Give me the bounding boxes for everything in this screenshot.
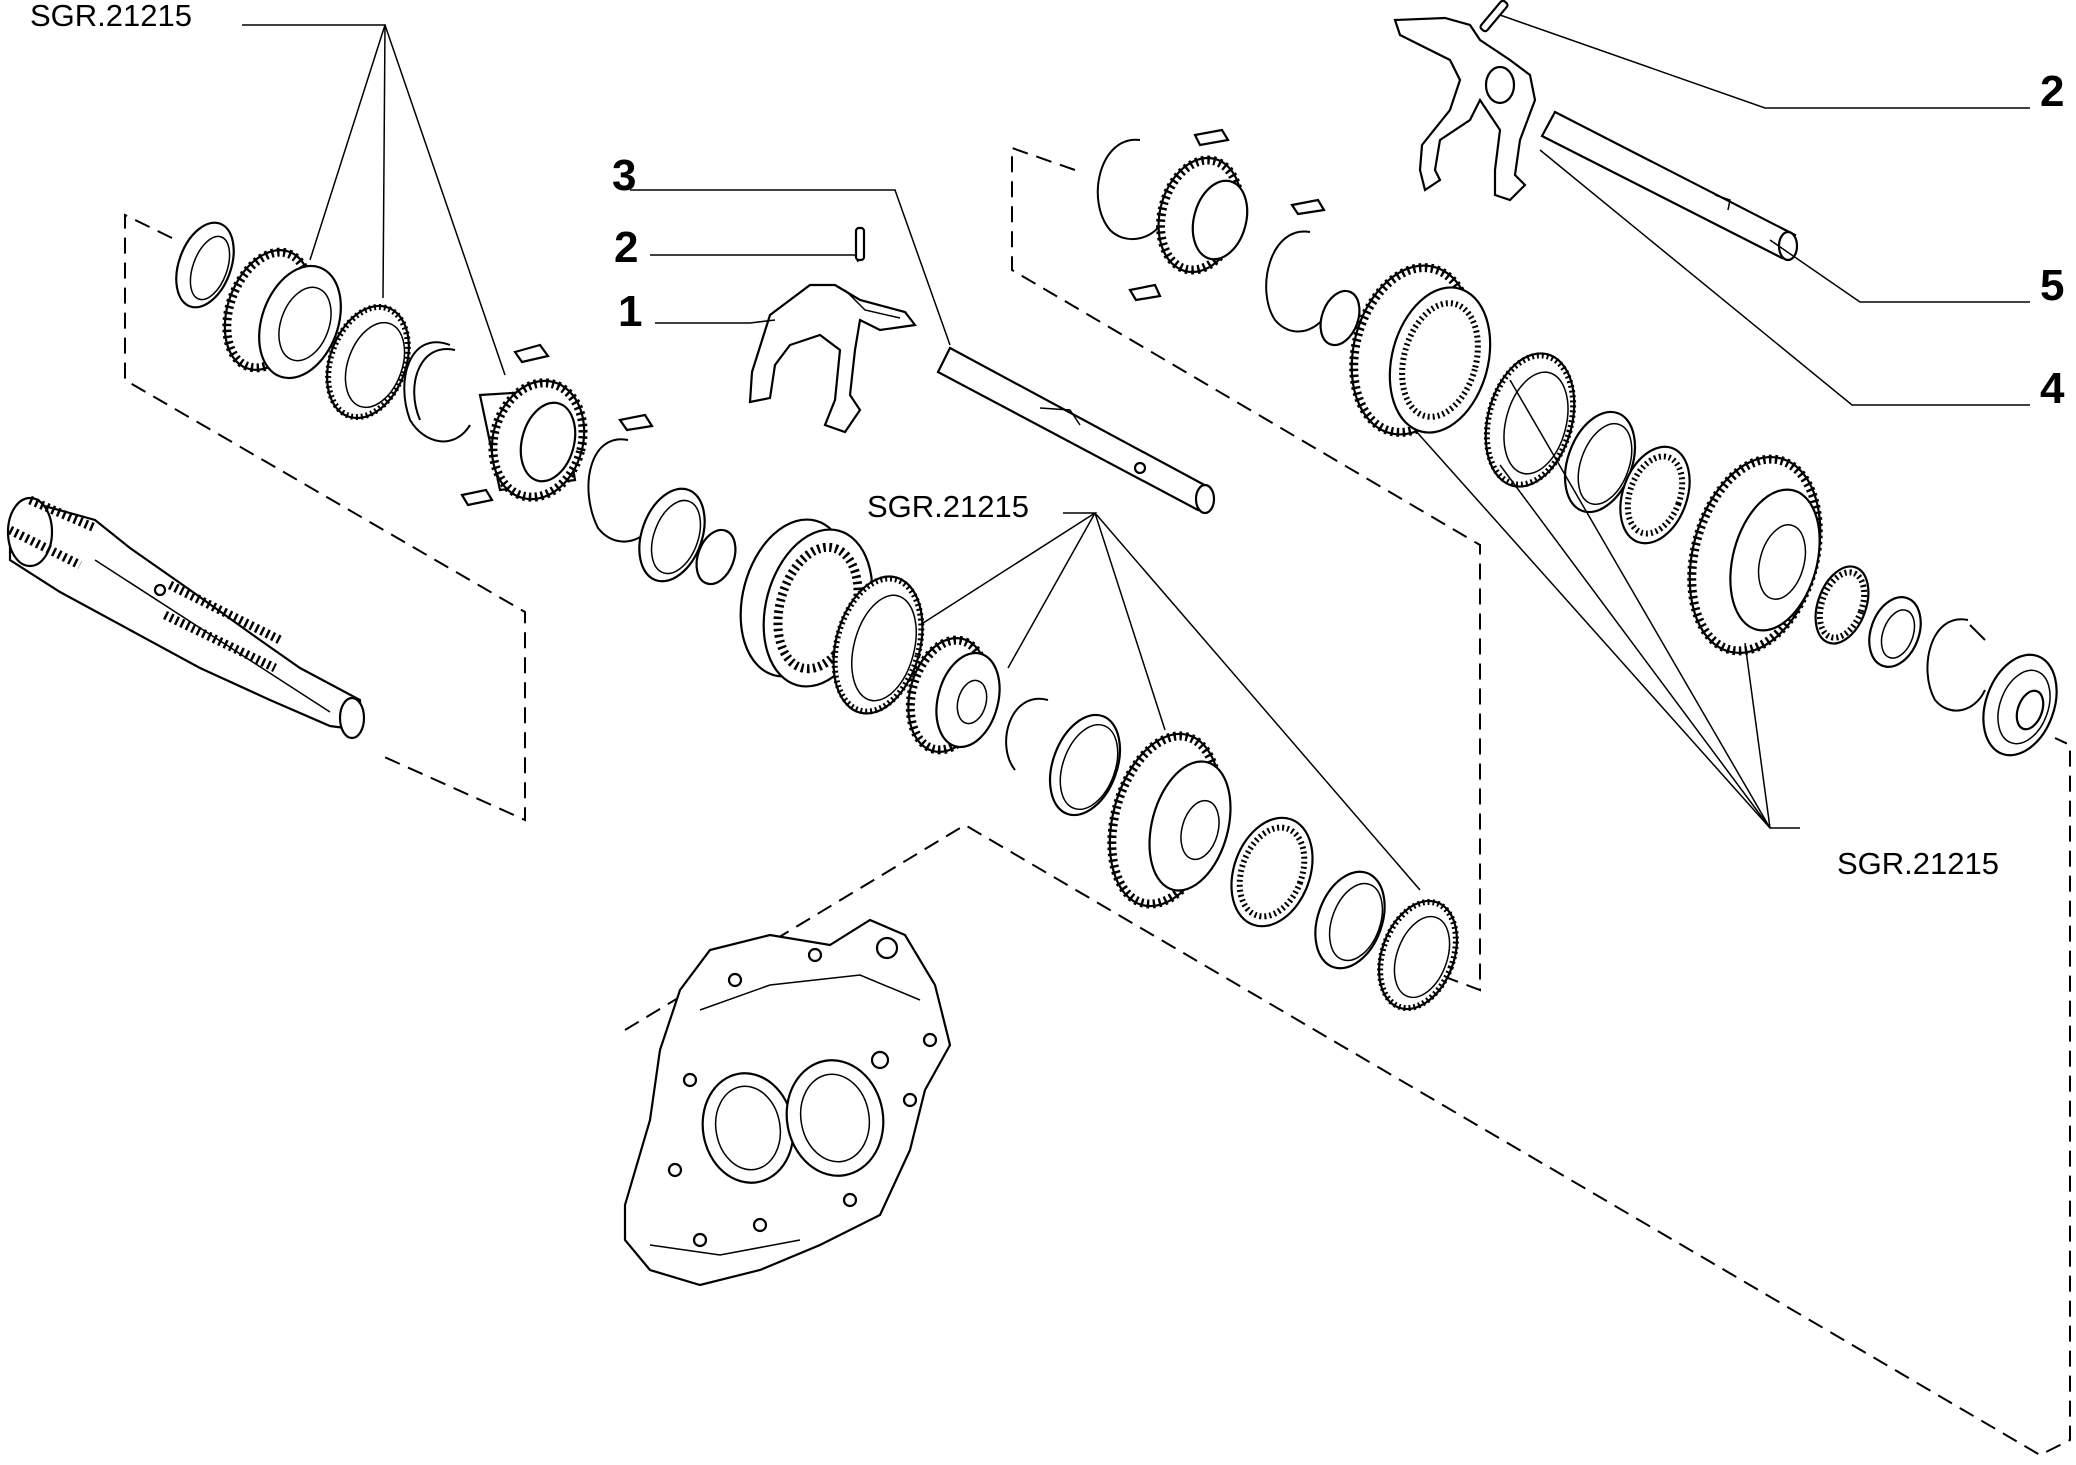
callout-number-1: 1 — [618, 287, 642, 336]
shift-fork-right — [1393, 0, 1537, 202]
left-gear-cluster — [175, 221, 737, 586]
main-shaft — [6, 495, 366, 740]
callout-sgr-top-left: SGR.21215 — [30, 0, 192, 33]
upper-right-gear-cluster — [1096, 128, 2058, 757]
callout-number-2-left: 2 — [614, 223, 638, 272]
callout-sgr-center: SGR.21215 — [867, 489, 1029, 524]
assembly-guide-lines — [124, 146, 2071, 1457]
shift-rod-left — [936, 346, 1216, 515]
callout-number-4: 4 — [2040, 364, 2065, 413]
callout-number-2-right: 2 — [2040, 67, 2064, 116]
callout-number-3: 3 — [612, 151, 636, 200]
shift-rod-right — [1540, 110, 1799, 262]
center-gear-cluster — [739, 518, 1459, 1012]
callout-sgr-right: SGR.21215 — [1837, 846, 1999, 881]
gearbox-housing — [623, 918, 952, 1287]
leader-lines — [242, 14, 2030, 891]
callout-number-5: 5 — [2040, 261, 2064, 310]
shift-fork-left — [748, 226, 918, 434]
